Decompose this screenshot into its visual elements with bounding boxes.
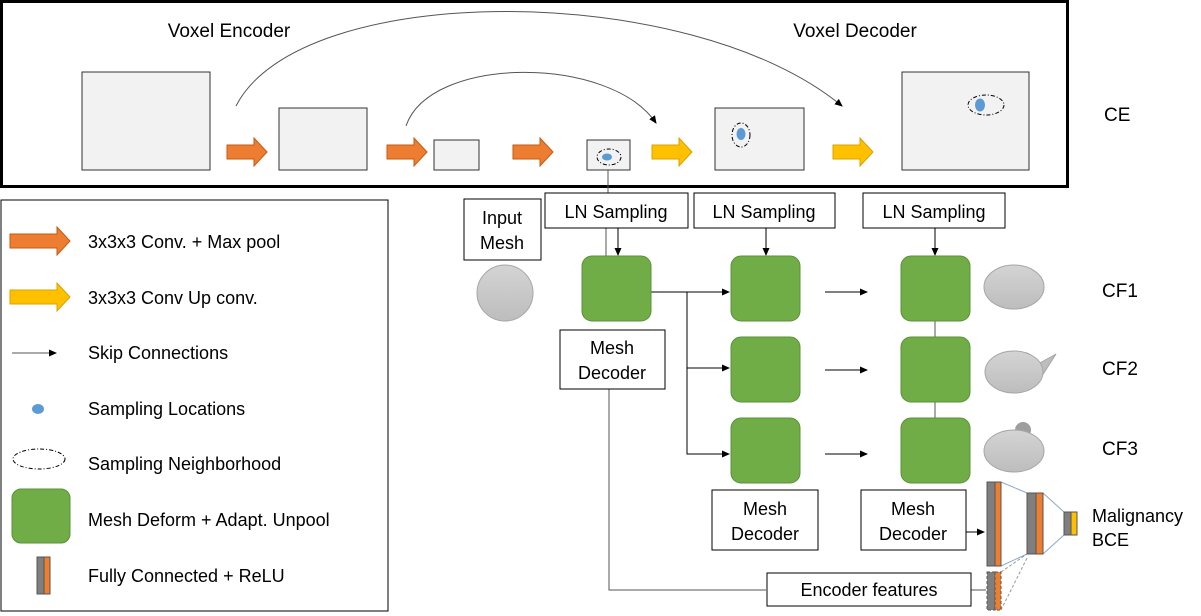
mesh-decoder-3-label-1: Mesh [891,499,935,519]
encoder-volume-2 [278,107,368,171]
ln-sampling-box-1 [544,192,689,229]
mesh-decoder-2-label-1: Mesh [743,499,787,519]
mesh-block-cf1-stage1 [730,255,801,322]
input-mesh-label-2: Mesh [480,233,524,253]
ln-sampling-label-1: LN Sampling [564,202,667,222]
ce-label: CE [1104,105,1130,126]
decoder-2-sampling-dot [975,98,985,112]
ce-panel: Voxel Encoder Voxel Decoder CE [0,0,1130,188]
cf1-output-shape [983,264,1045,310]
legend-conv-maxpool: 3x3x3 Conv. + Max pool [88,232,280,252]
input-mesh-box [463,198,542,261]
fc-classifier [986,481,1078,611]
fc-funnel-top-1 [1000,481,1028,494]
mesh-decoder-1-label-1: Mesh [590,338,634,358]
encoder-arrow-2 [386,136,428,168]
decoder-arrow-2 [832,136,874,168]
ln-sampling-label-3: LN Sampling [882,202,985,222]
decoder-volume-2 [901,71,1030,171]
ln-sampling-box-3 [862,192,1006,229]
fc-funnel-bottom-1 [1000,553,1028,567]
legend-skip: Skip Connections [88,343,228,363]
cf2-output-shape [984,350,1044,394]
legend: 3x3x3 Conv. + Max pool 3x3x3 Conv Up con… [0,199,389,612]
cf2-label: CF2 [1102,359,1138,380]
legend-sampling-neighborhood: Sampling Neighborhood [88,454,281,474]
fc-output-yellow [1070,511,1078,536]
fc-layer-1-orange [994,481,1002,567]
encoder-features-line [608,389,766,591]
cf1-label: CF1 [1102,281,1138,302]
malignancy-label: Malignancy [1092,506,1183,526]
encoder-features-box [766,572,972,607]
input-mesh-sphere [476,264,534,322]
encoder-arrow-3 [512,136,554,168]
fc-layer-1-gray [986,481,996,567]
decoder-1-sampling-dot [736,128,746,140]
ln-sampling-box-2 [693,192,836,229]
mesh-block-initial [581,255,652,322]
skip-arc-long [235,11,843,107]
encoder-arrow-1 [226,136,268,168]
fc-funnel-top-2 [1042,492,1065,513]
fc-funnel-bottom-2 [1042,534,1065,555]
cf3-label: CF3 [1102,439,1138,460]
input-mesh-label-1: Input [482,208,522,228]
fc-features-funnel-bottom [1000,557,1028,611]
legend-sampling-locations: Sampling Locations [88,399,245,419]
voxel-decoder-title: Voxel Decoder [793,21,917,42]
branch-arrow-cf2 [686,292,730,372]
mesh-block-cf2-final [900,336,971,403]
encoder-volume-3 [433,139,480,171]
mesh-decoder-box-3 [860,489,967,551]
cf3-output-shape [983,429,1045,473]
bottleneck-neighborhood [596,148,622,166]
mesh-block-cf2-stage1 [730,336,801,403]
ln-sampling-label-2: LN Sampling [712,202,815,222]
fc-output-gray [1063,511,1072,536]
mesh-block-cf3-stage1 [730,417,801,484]
mesh-block-cf3-final [900,417,971,484]
fc-features-orange [994,571,1002,611]
encoder-volume-1 [81,71,211,171]
voxel-encoder-title: Voxel Encoder [168,21,291,42]
fc-layer-2-orange [1035,492,1044,555]
legend-decoder-arrow-icon [9,281,71,313]
skip-arc-short [405,71,657,127]
decoder-volume-1 [714,107,805,171]
fc-layer-2-gray [1026,492,1037,555]
legend-fc-gray-icon [36,556,45,595]
mesh-decoder-2-label-2: Decoder [731,524,799,544]
mesh-network: LN Sampling LN Sampling LN Sampling Inpu… [463,170,1183,611]
decoder-2-neighborhood [967,94,1005,116]
fc-features-funnel-top [1000,553,1028,573]
encoder-features-label: Encoder features [800,580,937,600]
mesh-decoder-box-2 [711,489,819,551]
mesh-block-cf1-final [900,255,971,322]
legend-fully-connected: Fully Connected + ReLU [88,566,285,586]
legend-neighborhood-icon [12,448,66,470]
legend-conv-upconv: 3x3x3 Conv Up conv. [88,288,258,308]
bottleneck-sampling-dot [602,153,612,161]
mesh-decoder-3-label-2: Decoder [879,524,947,544]
legend-fc-orange-icon [43,556,51,595]
bce-label: BCE [1092,530,1129,550]
legend-mesh-block-icon [11,488,71,544]
decoder-1-neighborhood [731,122,751,148]
legend-encoder-arrow-icon [9,225,71,257]
legend-frame [0,199,389,612]
legend-sampling-dot-icon [32,404,44,414]
fc-features-gray [986,571,996,611]
mesh-decoder-box-1 [559,329,666,390]
legend-mesh-deform: Mesh Deform + Adapt. Unpool [88,510,330,530]
branch-arrow-cf3 [686,368,730,458]
decoder-arrow-1 [651,136,693,168]
mesh-decoder-1-label-2: Decoder [578,363,646,383]
